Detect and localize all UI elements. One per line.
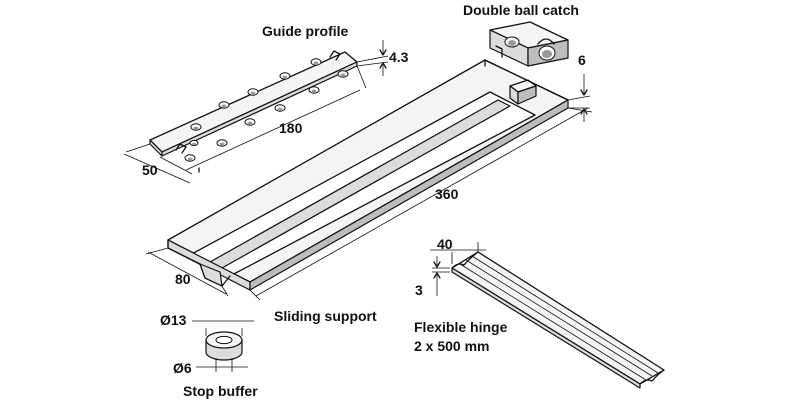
sliding-support-body — [145, 59, 593, 301]
dim-catch-height-label: 6 — [578, 52, 586, 68]
dim-length-360-label: 360 — [435, 186, 459, 202]
dim-line-180 — [159, 65, 367, 175]
dim-line-50 — [123, 143, 191, 184]
stop-buffer — [192, 320, 254, 372]
dim-length-180-label: 180 — [279, 120, 303, 136]
flexible-hinge-size-label: 2 x 500 mm — [414, 338, 490, 354]
sliding-support-label: Sliding support — [274, 308, 377, 324]
dim-line-80 — [145, 247, 229, 297]
guide-profile-holes — [184, 58, 349, 162]
dim-inner-diameter-label: Ø6 — [173, 360, 192, 376]
stop-buffer-label: Stop buffer — [183, 383, 258, 399]
guide-profile-plate — [123, 40, 389, 184]
dim-line-360 — [249, 107, 593, 301]
guide-profile-label: Guide profile — [262, 23, 349, 39]
dim-line-6 — [567, 74, 591, 122]
dim-width-80-label: 80 — [175, 271, 191, 287]
flexible-hinge-label: Flexible hinge — [414, 319, 508, 335]
flexible-hinge — [430, 242, 665, 389]
dim-thickness-label: 4.3 — [389, 49, 409, 65]
dim-hinge-thickness-label: 3 — [415, 282, 423, 298]
double-ball-catch — [489, 21, 569, 67]
double-ball-catch-label: Double ball catch — [463, 2, 579, 18]
dim-outer-diameter-label: Ø13 — [160, 312, 187, 328]
dim-width-50-label: 50 — [142, 162, 158, 178]
dim-line-4-3 — [356, 40, 389, 76]
dim-hinge-width-label: 40 — [437, 236, 453, 252]
